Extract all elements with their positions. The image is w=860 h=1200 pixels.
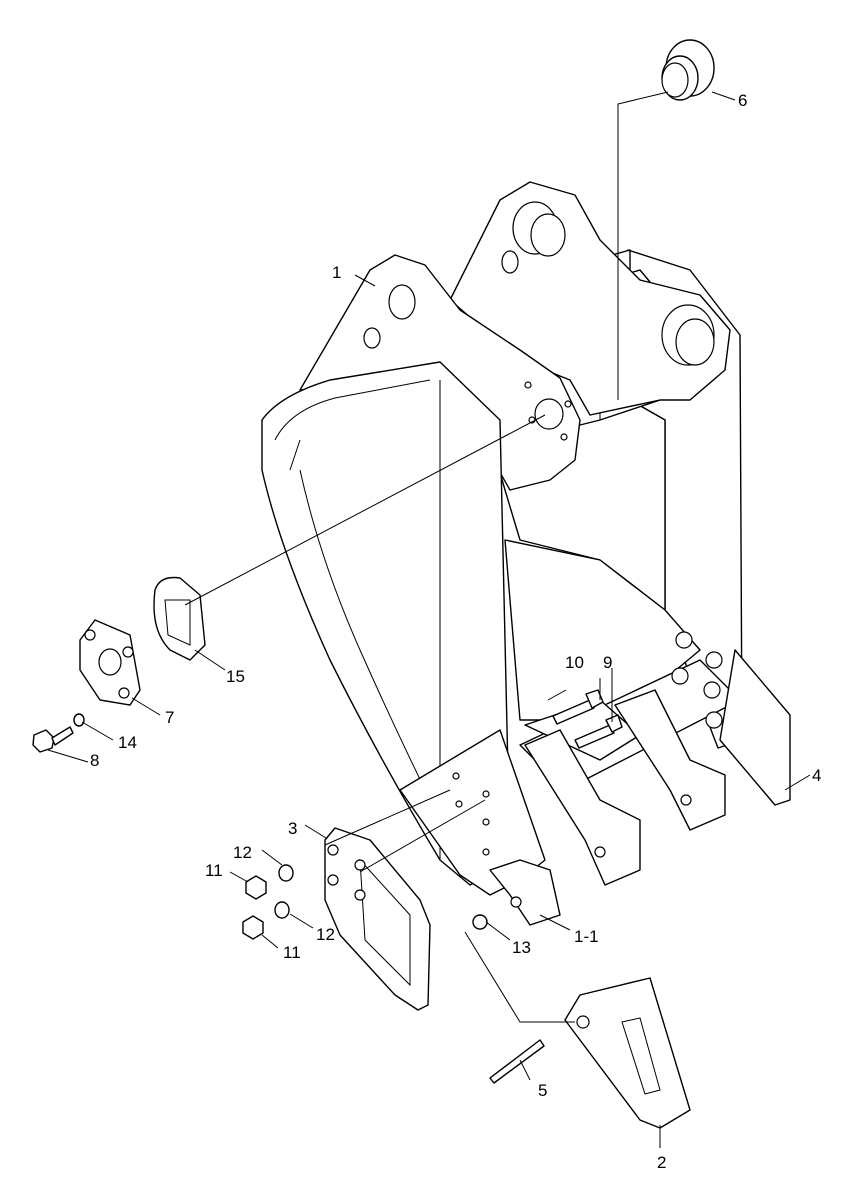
callout-11b: 11 (283, 943, 301, 962)
callout-9: 9 (603, 653, 612, 672)
callout-12b: 12 (316, 925, 335, 944)
callout-10: 10 (565, 653, 584, 672)
shim-part (153, 576, 206, 661)
callout-12a: 12 (233, 843, 252, 862)
callout-11a: 11 (205, 861, 223, 880)
callout-1-1: 1-1 (574, 927, 599, 946)
bolt-8 (32, 726, 74, 753)
callout-13: 13 (512, 938, 531, 957)
side-plate-3 (324, 827, 431, 1011)
leader-lines (47, 91, 811, 1148)
bushing-part (661, 39, 715, 101)
callout-7: 7 (165, 708, 174, 727)
tooth-part (564, 977, 691, 1129)
callout-4: 4 (812, 766, 821, 785)
callout-5: 5 (538, 1081, 547, 1100)
callout-3: 3 (288, 819, 297, 838)
pin-5 (489, 1039, 545, 1084)
side-cutter-right (671, 631, 791, 806)
bolts-9-10 (552, 689, 623, 749)
callout-labels: 1 1-1 2 3 4 5 6 7 8 9 10 11 11 12 12 13 … (90, 91, 821, 1172)
callout-8: 8 (90, 751, 99, 770)
plate-part (79, 619, 141, 706)
callout-14: 14 (118, 733, 137, 752)
callout-1: 1 (332, 263, 341, 282)
callout-6: 6 (738, 91, 747, 110)
callout-2: 2 (657, 1153, 666, 1172)
callout-15: 15 (226, 667, 245, 686)
cutting-edge (489, 659, 741, 926)
nuts-washers (242, 864, 488, 940)
washer-14 (73, 713, 85, 727)
